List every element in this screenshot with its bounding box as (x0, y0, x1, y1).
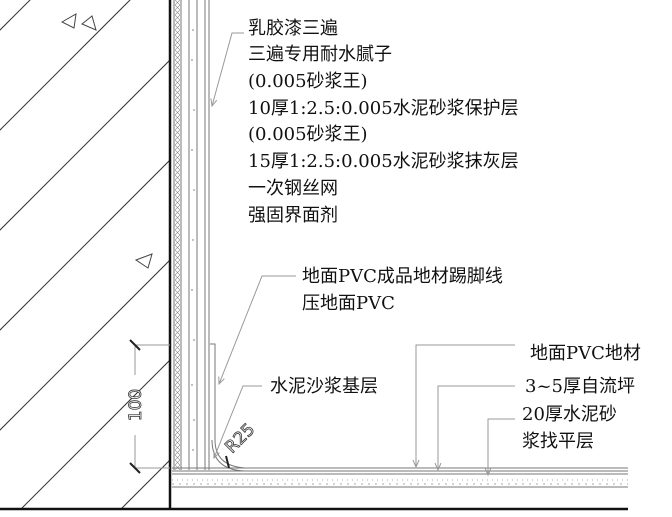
wall-finish-layers (173, 0, 210, 470)
plaster-dots (191, 29, 195, 451)
base-label: 水泥沙浆基层 (270, 376, 378, 397)
label: 一次钢丝网 (248, 178, 338, 199)
skirting-label: 压地面PVC (302, 293, 395, 314)
concrete-triangle-marks (60, 13, 153, 269)
wall-layer-labels: 乳胶漆三遍 三遍专用耐水腻子 (0.005砂浆王) 10厚1:2.5:0.005… (248, 18, 519, 226)
screed-label: 20厚水泥砂 (522, 404, 617, 425)
steel-mesh-layer (175, 0, 180, 470)
label: (0.005砂浆王) (248, 71, 368, 92)
label: 三遍专用耐水腻子 (248, 44, 392, 65)
leader-lines (212, 32, 515, 475)
dimension-text: 100 (126, 389, 146, 421)
dimension-100: 100 (126, 339, 170, 474)
screed-label: 浆找平层 (522, 431, 594, 452)
skirting-label: 地面PVC成品地材踢脚线 (302, 266, 503, 287)
label: 15厚1:2.5:0.005水泥砂浆抹灰层 (248, 151, 519, 172)
pvc-floor-label: 地面PVC地材 (530, 343, 641, 364)
radius-tick (225, 455, 230, 469)
label: 强固界面剂 (248, 205, 338, 226)
label: (0.005砂浆王) (248, 124, 368, 145)
self-level-label: 3~5厚自流坪 (525, 376, 635, 397)
wall-hatch (0, 0, 169, 508)
label: 10厚1:2.5:0.005水泥砂浆保护层 (248, 98, 519, 119)
floor-layers (172, 467, 628, 488)
label: 乳胶漆三遍 (248, 18, 338, 39)
